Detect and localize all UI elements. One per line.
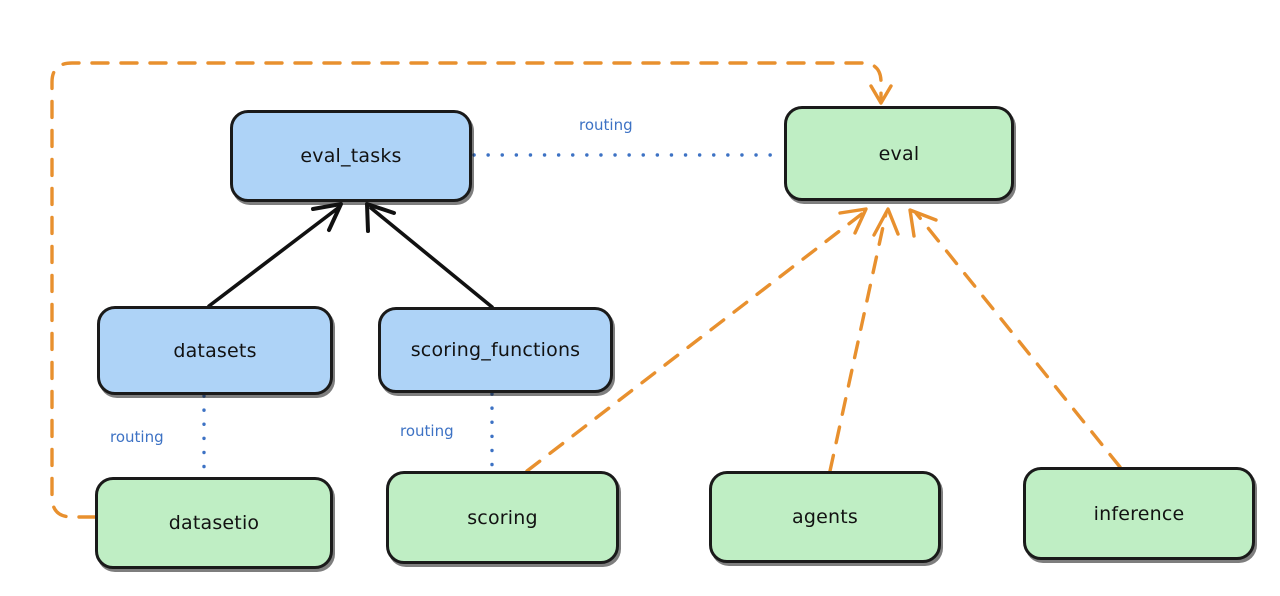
node-scoring[interactable]: scoring: [386, 471, 619, 564]
node-label: scoring: [467, 506, 538, 529]
edge-label-routing-eval-tasks-eval: routing: [579, 116, 633, 134]
edge-scoring-to-eval: [525, 207, 868, 473]
edge-datasetio-to-eval: [50, 61, 893, 519]
node-inference[interactable]: inference: [1023, 467, 1255, 560]
node-eval-tasks[interactable]: eval_tasks: [230, 110, 472, 202]
node-label: inference: [1093, 502, 1185, 525]
node-agents[interactable]: agents: [709, 471, 941, 563]
edge-scoring_functions-to-eval_tasks: [365, 202, 494, 309]
edge-agents-to-eval: [828, 207, 900, 473]
edge-inference-to-eval: [908, 208, 1122, 469]
node-label: eval: [878, 142, 920, 165]
node-scoring-functions[interactable]: scoring_functions: [378, 307, 613, 393]
node-label: scoring_functions: [410, 339, 581, 361]
edge-label-routing-scoring-functions-scoring: routing: [400, 422, 454, 440]
node-datasets[interactable]: datasets: [97, 306, 333, 395]
node-label: eval_tasks: [300, 145, 402, 167]
node-label: datasetio: [168, 512, 260, 534]
node-label: datasets: [173, 339, 257, 362]
node-label: agents: [792, 506, 858, 528]
edge-datasets-to-eval_tasks: [207, 202, 343, 308]
node-datasetio[interactable]: datasetio: [95, 477, 333, 569]
edge-label-routing-datasets-datasetio: routing: [110, 428, 164, 446]
node-eval[interactable]: eval: [784, 106, 1014, 201]
